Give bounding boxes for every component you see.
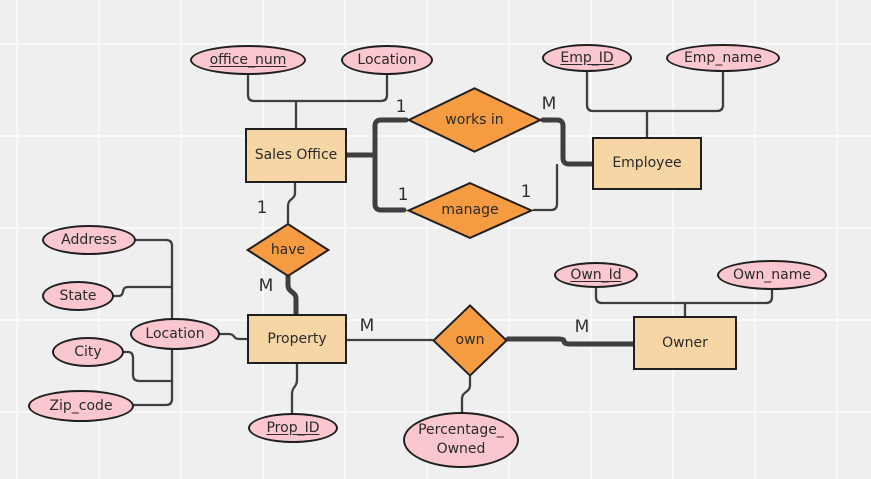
attribute-emp-name[interactable]: Emp_name <box>666 44 780 72</box>
relationship-works-in[interactable]: works in <box>406 87 543 153</box>
connector-salesoffice-bracket <box>372 117 409 213</box>
attribute-label: City <box>74 343 102 360</box>
connector-location-property <box>218 332 249 341</box>
connector-manage-employee <box>532 163 559 212</box>
attribute-emp-id[interactable]: Emp_ID <box>542 44 632 72</box>
entity-label: Property <box>267 330 327 347</box>
attribute-prop-id[interactable]: Prop_ID <box>248 413 338 443</box>
cardinality-label: M <box>574 317 590 337</box>
relationship-label: have <box>270 241 306 258</box>
connector-ownname-owner <box>683 288 774 305</box>
attribute-own-name[interactable]: Own_name <box>717 260 827 290</box>
connector-officenum-salesoffice <box>246 73 298 103</box>
attribute-zip-code[interactable]: Zip_code <box>28 390 134 422</box>
relationship-own[interactable]: own <box>432 304 508 377</box>
connector-have-property <box>285 274 299 317</box>
entity-label: Owner <box>662 334 708 351</box>
attribute-address[interactable]: Address <box>42 225 136 255</box>
connector-ownid-owner <box>594 286 687 305</box>
cardinality-label: 1 <box>397 185 409 205</box>
connector-property-propid <box>290 362 299 415</box>
cardinality-label: M <box>258 276 274 296</box>
cardinality-label: 1 <box>520 182 532 202</box>
attribute-city[interactable]: City <box>52 337 124 367</box>
diamond-shape <box>432 304 508 377</box>
attribute-label: Address <box>61 231 117 248</box>
attribute-label: Location <box>357 51 417 68</box>
entity-label: Employee <box>612 155 682 172</box>
connector-empid-employee <box>585 70 649 113</box>
attribute-label: Own_name <box>732 266 812 283</box>
entity-label: Sales Office <box>254 147 338 164</box>
relationship-manage[interactable]: manage <box>406 182 534 239</box>
attribute-label: Prop_ID <box>266 419 320 436</box>
connector-own-percentageowned <box>460 375 472 414</box>
connector-worksin-employee <box>540 117 595 167</box>
connector-city-location <box>122 350 174 383</box>
cardinality-label: M <box>541 94 557 114</box>
entity-employee[interactable]: Employee <box>592 137 702 190</box>
attribute-label: office_num <box>209 51 287 68</box>
entity-owner[interactable]: Owner <box>633 316 737 370</box>
diamond-shape <box>406 87 543 153</box>
connector-location-salesoffice <box>294 73 389 103</box>
attribute-location-property[interactable]: Location <box>130 318 220 350</box>
relationship-have[interactable]: have <box>246 223 330 277</box>
attribute-label: Emp_ID <box>560 49 614 66</box>
connector-state-location <box>112 285 174 298</box>
relationship-label: own <box>455 332 485 349</box>
diamond-shape <box>406 182 534 239</box>
attribute-office-num[interactable]: office_num <box>190 45 306 75</box>
attribute-label: State <box>59 287 97 304</box>
attribute-label: Zip_code <box>49 397 113 414</box>
attribute-label: Emp_name <box>683 49 763 66</box>
attribute-label: Own_Id <box>570 266 622 283</box>
attribute-state[interactable]: State <box>42 281 114 311</box>
connector-empname-employee <box>645 70 725 113</box>
connector-own-owner <box>505 336 636 347</box>
connector-salesoffice-have <box>286 181 297 225</box>
cardinality-label: M <box>359 316 375 336</box>
diamond-shape <box>246 223 330 277</box>
entity-property[interactable]: Property <box>247 314 347 364</box>
relationship-label: works in <box>445 111 504 128</box>
cardinality-label: 1 <box>395 97 407 117</box>
attribute-location-office[interactable]: Location <box>341 45 433 75</box>
attribute-label: Location <box>145 325 205 342</box>
attribute-label: Percentage_ Owned <box>418 422 504 457</box>
entity-sales-office[interactable]: Sales Office <box>245 128 347 183</box>
attribute-percentage-owned[interactable]: Percentage_ Owned <box>403 412 519 468</box>
relationship-label: manage <box>441 202 499 219</box>
attribute-own-id[interactable]: Own_Id <box>554 262 638 288</box>
cardinality-label: 1 <box>256 198 268 218</box>
